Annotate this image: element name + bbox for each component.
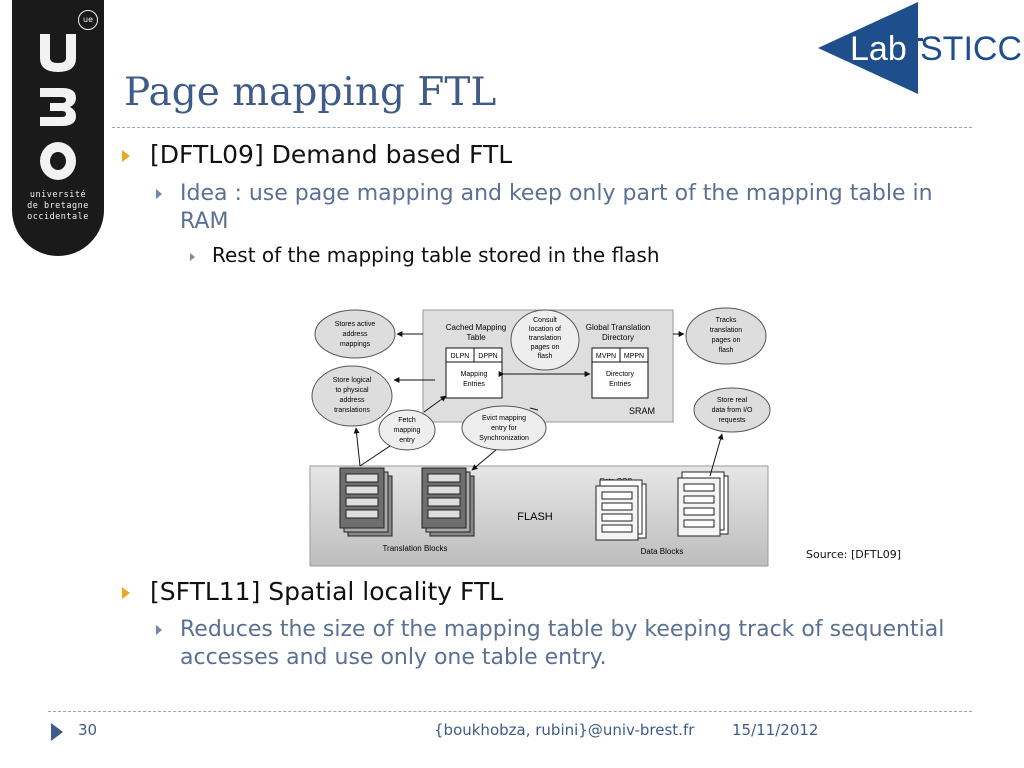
- slide-title: Page mapping FTL: [124, 70, 497, 115]
- footer-date: 15/11/2012: [732, 721, 819, 739]
- gtd-col-mvpn: MVPN: [596, 353, 616, 360]
- gtd-label-2: Directory: [602, 333, 634, 342]
- footer-divider: [48, 711, 972, 712]
- mapping-entries-2: Entries: [463, 381, 485, 388]
- ubo-letter-u: [40, 34, 76, 72]
- sub-bullet-idea: Idea : use page mapping and keep only pa…: [180, 181, 933, 234]
- university-name-line2: de bretagne: [27, 201, 89, 211]
- sub-bullet-icon: [156, 189, 162, 199]
- subsub-bullet-icon: [190, 253, 195, 261]
- bullet-dftl: [DFTL09] Demand based FTL: [150, 140, 513, 169]
- directory-entries-1: Directory: [606, 371, 635, 378]
- page-number: 30: [78, 721, 98, 739]
- sub-bullet-reduces: Reduces the size of the mapping table by…: [180, 617, 945, 670]
- cmt-col-dppn: DPPN: [478, 353, 497, 360]
- svg-text:translations: translations: [334, 407, 370, 414]
- lab-logo-triangle: [818, 2, 918, 94]
- lab-sticc-logo: Lab STICC: [818, 2, 1022, 94]
- svg-text:pages on: pages on: [531, 344, 560, 351]
- cloud-evict: Evict mapping entry for Synchronization: [461, 405, 547, 451]
- svg-text:Consult: Consult: [533, 317, 557, 324]
- cmt-label-1: Cached Mapping: [446, 323, 506, 332]
- bullet-icon: [122, 587, 130, 599]
- footer-arrow-icon: [51, 723, 63, 741]
- svg-text:Stores active: Stores active: [335, 321, 376, 328]
- flash-label: FLASH: [517, 511, 553, 523]
- cloud-consult: Consult location of translation pages on…: [510, 309, 580, 371]
- lab-logo-text-sticc: STICC: [920, 30, 1022, 68]
- svg-text:translation: translation: [529, 335, 561, 342]
- svg-text:mappings: mappings: [340, 341, 371, 348]
- svg-text:Tracks: Tracks: [716, 317, 737, 324]
- svg-text:mapping: mapping: [394, 427, 421, 434]
- svg-text:Fetch: Fetch: [398, 417, 416, 424]
- svg-text:Store real: Store real: [717, 397, 748, 404]
- translation-blocks-label: Translation Blocks: [382, 544, 447, 553]
- data-blocks-label: Data Blocks: [641, 547, 684, 556]
- bullet-icon: [122, 150, 130, 162]
- cloud-tracks: Tracks translation pages on flash: [685, 307, 767, 365]
- svg-text:location of: location of: [529, 326, 561, 333]
- figure-source: Source: [DFTL09]: [806, 548, 902, 561]
- cloud-fetch: Fetch mapping entry: [378, 409, 436, 451]
- svg-text:Store logical: Store logical: [333, 377, 372, 384]
- svg-text:pages on: pages on: [712, 337, 741, 344]
- svg-text:address: address: [340, 397, 365, 404]
- sub-bullet-icon: [156, 625, 162, 635]
- svg-text:address: address: [343, 331, 368, 338]
- directory-entries-2: Entries: [609, 381, 631, 388]
- svg-text:flash: flash: [538, 353, 553, 360]
- translation-block-stack-2: [421, 467, 475, 537]
- svg-text:to physical: to physical: [335, 387, 369, 394]
- ubo-letter-b: [40, 88, 76, 126]
- university-name-line3: occidentale: [27, 212, 89, 222]
- university-logo: université de bretagne occidentale ue: [12, 0, 104, 256]
- university-name-line1: université: [29, 190, 87, 200]
- svg-text:Evict mapping: Evict mapping: [482, 415, 526, 422]
- cloud-stores-active: Stores active address mappings: [314, 309, 396, 359]
- data-block-stack-1: [595, 479, 647, 541]
- bullet-sftl: [SFTL11] Spatial locality FTL: [150, 577, 504, 606]
- subsub-bullet-rest: Rest of the mapping table stored in the …: [212, 243, 660, 267]
- cloud-store-logical: Store logical to physical address transl…: [311, 365, 393, 427]
- ubo-letter-o: [40, 142, 76, 180]
- cmt-col-dlpn: DLPN: [451, 353, 470, 360]
- ue-badge-icon: ue: [78, 10, 98, 30]
- sram-label: SRAM: [629, 406, 655, 416]
- arrow-flash-to-store-logical: [353, 427, 361, 467]
- svg-text:translation: translation: [710, 327, 742, 334]
- svg-text:flash: flash: [719, 347, 734, 354]
- svg-text:data from I/O: data from I/O: [712, 407, 753, 414]
- svg-text:entry: entry: [399, 437, 415, 444]
- title-divider: [112, 127, 972, 128]
- svg-text:requests: requests: [719, 417, 746, 424]
- data-block-stack-2: [677, 471, 729, 537]
- gtd-label-1: Global Translation: [586, 323, 650, 332]
- svg-text:Synchronization: Synchronization: [479, 435, 529, 442]
- dftl-architecture-diagram: SRAM Cached Mapping Table DLPN DPPN Mapp…: [309, 307, 771, 567]
- arrow-datablocks-to-store-real: [709, 433, 724, 477]
- mapping-entries-1: Mapping: [461, 371, 488, 378]
- cloud-store-real: Store real data from I/O requests: [693, 387, 771, 433]
- lab-logo-text-lab: Lab: [850, 30, 907, 68]
- footer-authors: {boukhobza, rubini}@univ-brest.fr: [434, 721, 695, 739]
- translation-block-stack-1: [339, 467, 393, 537]
- arrow-evict-to-flash: [471, 449, 497, 471]
- svg-text:entry for: entry for: [491, 425, 517, 432]
- cmt-label-2: Table: [466, 333, 486, 342]
- arrow-fetch-to-cmt: [423, 395, 447, 413]
- gtd-col-mppn: MPPN: [624, 353, 644, 360]
